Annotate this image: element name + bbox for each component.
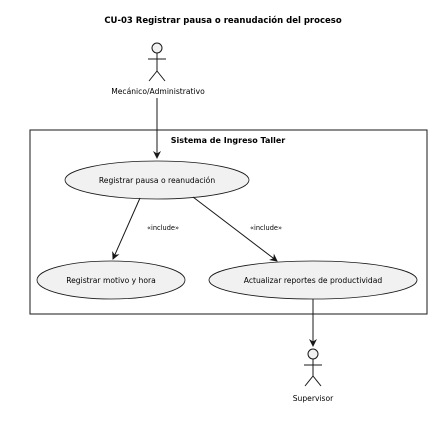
include-stereotype-left: «include» — [147, 224, 179, 232]
use-case-main-label: Registrar pausa o reanudación — [99, 176, 215, 185]
use-case-main — [64, 160, 250, 200]
actor-bottom-label: Supervisor — [293, 394, 334, 403]
include-relation-left — [112, 197, 141, 260]
use-case-right-label: Actualizar reportes de productividad — [244, 276, 383, 285]
actor-top-label: Mecánico/Administrativo — [111, 87, 205, 96]
include-relation-right — [192, 196, 278, 262]
system-boundary-label: Sistema de Ingreso Taller — [171, 136, 286, 145]
use-case-left-label: Registrar motivo y hora — [66, 276, 156, 285]
use-case-left — [36, 260, 186, 300]
diagram-title: CU-03 Registrar pausa o reanudación del … — [104, 15, 342, 26]
system-boundary — [29, 129, 428, 315]
actor-top-icon — [148, 42, 166, 82]
include-stereotype-right: «include» — [250, 224, 282, 232]
actor-bottom-icon — [304, 348, 322, 387]
